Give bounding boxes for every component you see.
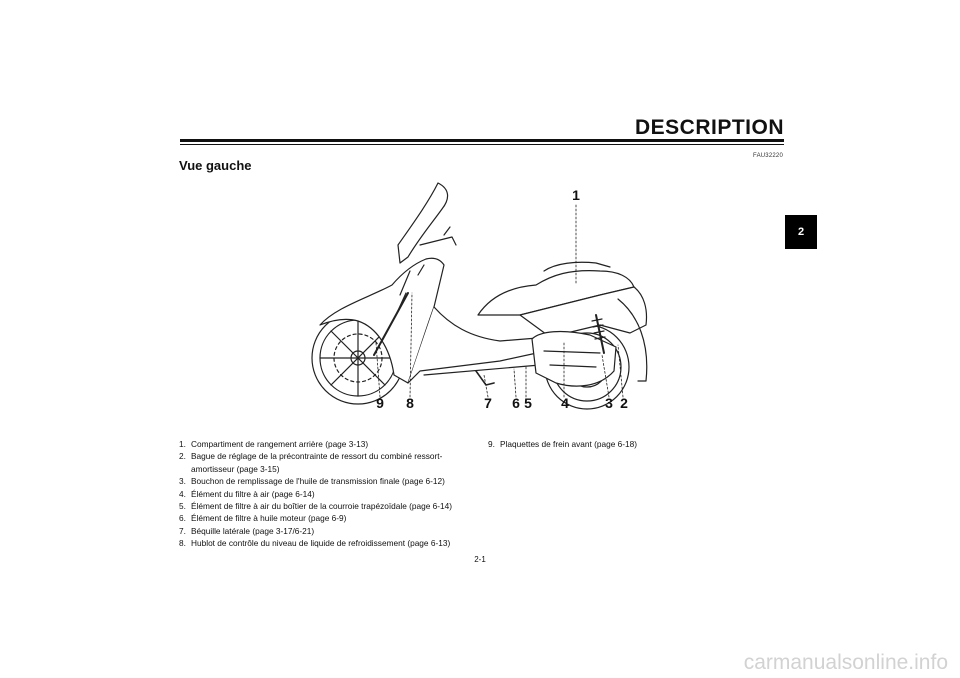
legend-item: 5.Élément de filtre à air du boîtier de … bbox=[179, 501, 453, 512]
legend-item: 3.Bouchon de remplissage de l'huile de t… bbox=[179, 476, 445, 487]
legend-item: 1.Compartiment de rangement arrière (pag… bbox=[179, 439, 369, 449]
watermark: carmanualsonline.info bbox=[743, 651, 948, 674]
body-panel bbox=[407, 306, 551, 384]
legend-column-left: 1.Compartiment de rangement arrière (pag… bbox=[179, 438, 479, 550]
section-title: Vue gauche bbox=[179, 158, 252, 173]
callout-label: 7 bbox=[484, 395, 492, 411]
scooter-left-view-figure: 1 2 3 4 5 6 7 8 9 bbox=[300, 175, 660, 420]
scooter-illustration bbox=[311, 182, 648, 410]
seat bbox=[477, 270, 635, 316]
windscreen bbox=[397, 182, 449, 264]
header-rule-thin bbox=[180, 144, 784, 145]
legend-item: 4.Élément du filtre à air (page 6-14) bbox=[179, 488, 315, 499]
legend-column-right: 9.Plaquettes de frein avant (page 6-18) bbox=[488, 438, 784, 450]
callout-label: 9 bbox=[376, 395, 384, 411]
legend-item: 6.Élément de filtre à huile moteur (page… bbox=[179, 513, 347, 524]
legend-item: 8.Hublot de contrôle du niveau de liquid… bbox=[179, 538, 451, 549]
front-fork bbox=[373, 292, 409, 356]
reference-code: FAU32220 bbox=[753, 153, 783, 159]
chapter-tab[interactable]: 2 bbox=[785, 215, 817, 249]
legend-item: 7.Béquille latérale (page 3-17/6-21) bbox=[179, 525, 315, 536]
rear-shock bbox=[595, 314, 605, 354]
callout-label: 1 bbox=[572, 187, 580, 203]
callout-label: 2 bbox=[620, 395, 628, 411]
page-number: 2-1 bbox=[474, 555, 486, 564]
legend-item: 9.Plaquettes de frein avant (page 6-18) bbox=[488, 439, 637, 449]
page-header-title: DESCRIPTION bbox=[634, 116, 784, 139]
callout-label: 8 bbox=[406, 395, 414, 411]
header-rule-thick bbox=[180, 139, 784, 142]
rear-cowl bbox=[519, 286, 648, 338]
callout-label: 4 bbox=[561, 395, 569, 411]
callout-label: 3 bbox=[605, 395, 613, 411]
callout-label: 5 bbox=[524, 395, 532, 411]
legend-item: 2.Bague de réglage de la précontrainte d… bbox=[179, 451, 443, 474]
callout-label: 6 bbox=[512, 395, 520, 411]
